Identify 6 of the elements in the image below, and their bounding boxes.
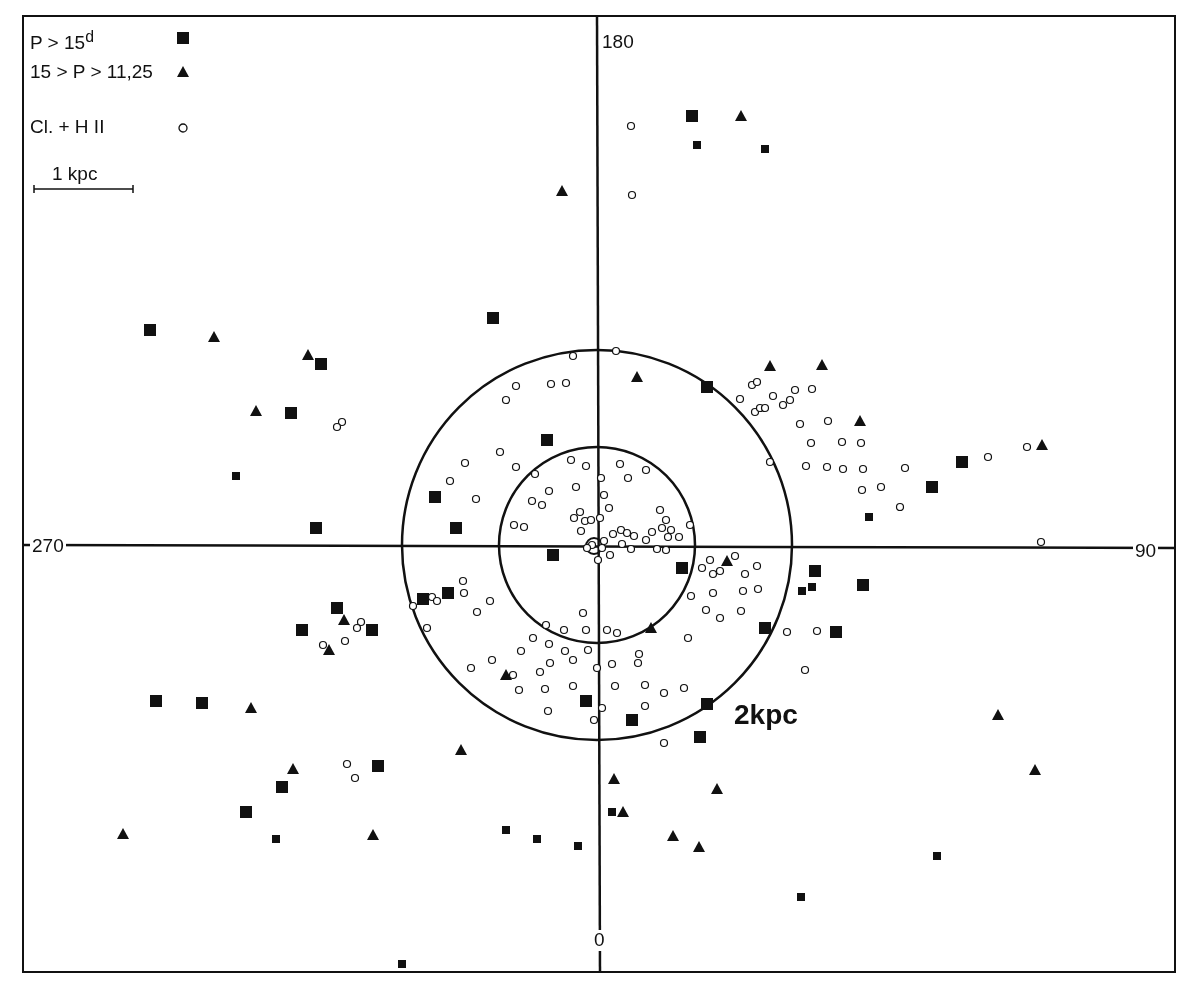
circle-radius-label: 2kpc xyxy=(733,700,799,731)
legend-label: 15 > P > 11,25 xyxy=(30,62,153,83)
scale-label: 1 kpc xyxy=(51,164,99,185)
legend-label: P > 15$^{d}$ xyxy=(30,28,94,55)
axis-label: 0 xyxy=(592,930,607,951)
legend-label: Cl. + H II xyxy=(30,117,105,138)
